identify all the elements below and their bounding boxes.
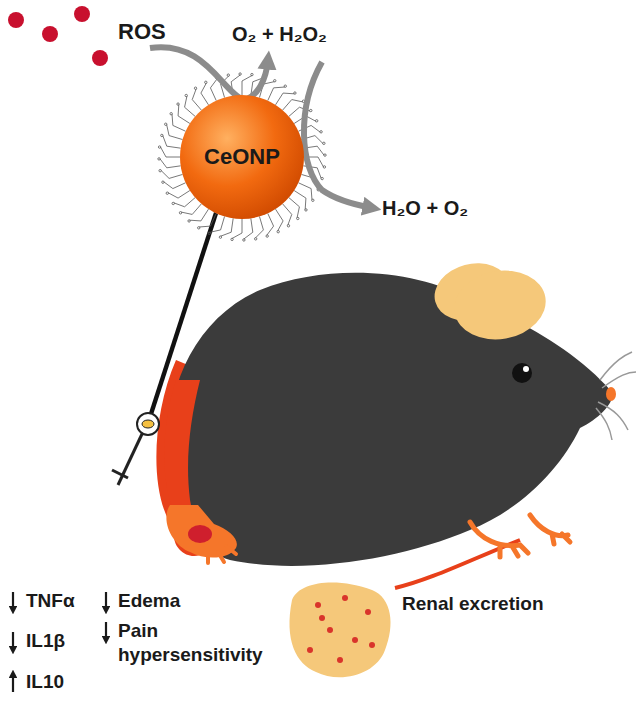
text-label: Pain hypersensitivity [118, 619, 300, 667]
toes [208, 546, 236, 563]
needle [148, 212, 218, 418]
kidney-excretion [289, 583, 390, 678]
reaction-arrow [304, 62, 372, 208]
text-label: TNFα [26, 589, 75, 613]
text-label: H₂O + O₂ [382, 196, 468, 221]
ligand-shell [158, 73, 326, 241]
reaction-arrow [150, 47, 268, 100]
front-paw [530, 515, 570, 544]
ros-dots [8, 6, 108, 66]
hind-paw [166, 505, 237, 558]
node-label: CeONP [204, 144, 280, 170]
text-label: O₂ + H₂O₂ [232, 22, 327, 47]
text-label: Renal excretion [402, 592, 544, 616]
syringe [112, 212, 218, 485]
mouse [156, 255, 636, 588]
text-label: IL1β [26, 629, 65, 653]
front-paw [470, 522, 528, 557]
eye [512, 363, 532, 383]
edema-spot [188, 525, 212, 543]
text-label: IL10 [26, 670, 64, 694]
text-label: ROS [118, 18, 166, 46]
nose [606, 387, 616, 401]
nanoparticle: CeONP [180, 95, 304, 219]
ear [449, 264, 551, 347]
whiskers [596, 352, 636, 440]
mouse-body [168, 273, 612, 566]
text-label: Edema [118, 589, 180, 613]
